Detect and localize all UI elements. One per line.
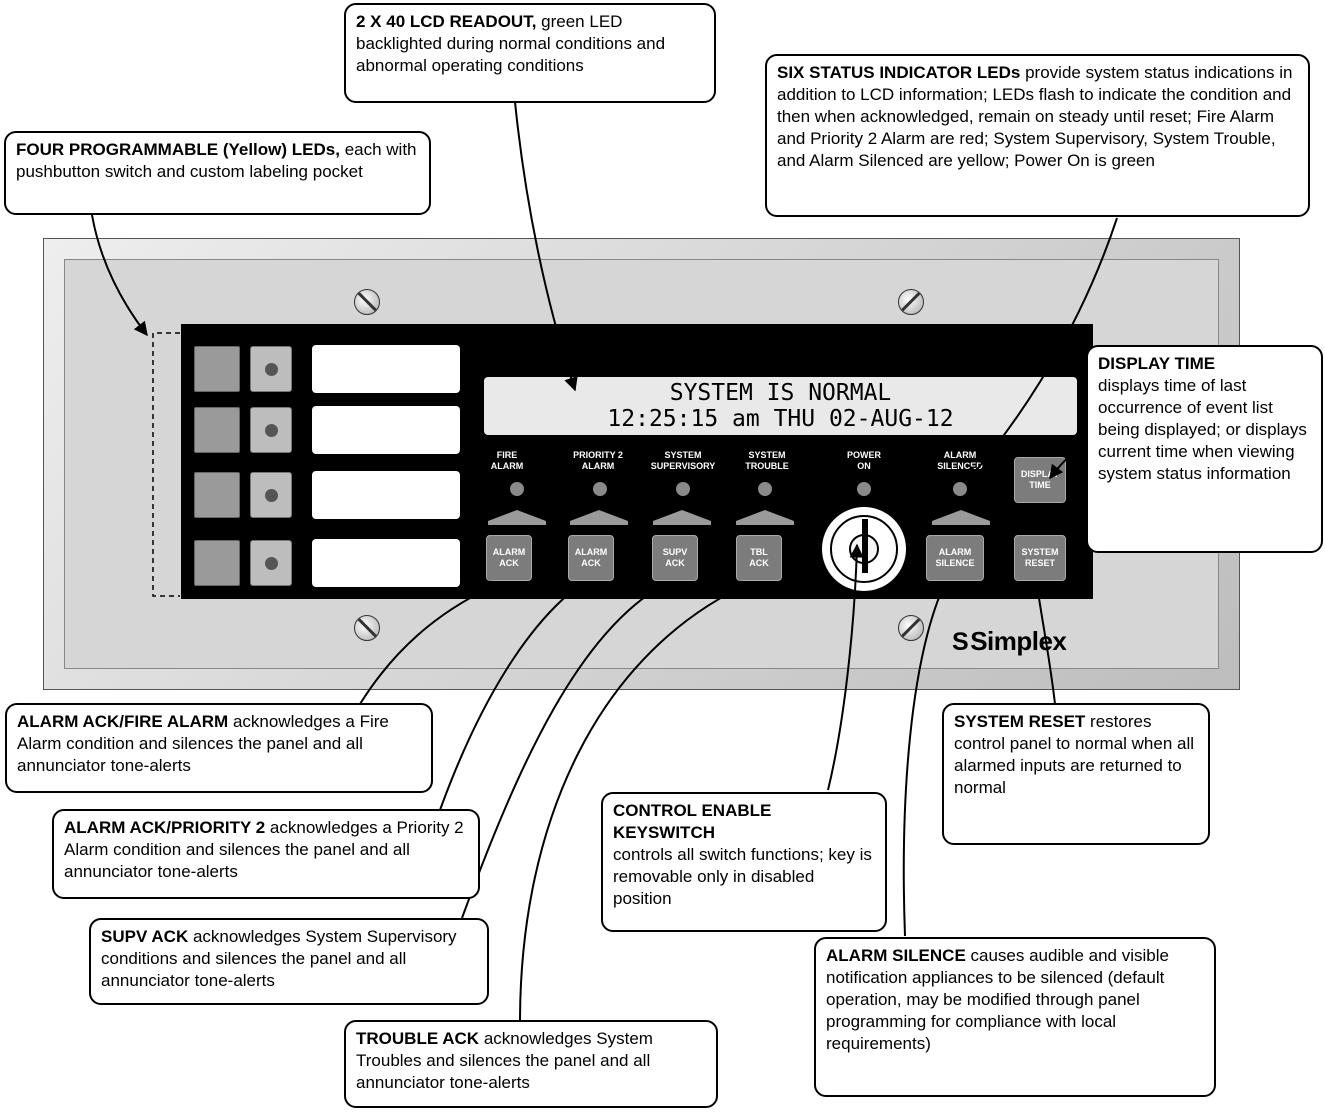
programmable-label-pocket [312, 539, 460, 587]
label-pocket-icon [488, 510, 546, 521]
callout-trouble-ack: TROUBLE ACK acknowledges System Troubles… [344, 1020, 718, 1108]
programmable-label-pocket [312, 406, 460, 454]
simplex-logo-icon: S [952, 628, 969, 656]
callout-status-leds: SIX STATUS INDICATOR LEDs provide system… [765, 54, 1310, 217]
screw-icon [898, 615, 924, 641]
programmable-led-window [194, 346, 240, 392]
callout-system-reset: SYSTEM RESET restores control panel to n… [942, 703, 1210, 845]
callout-supv-ack: SUPV ACK acknowledges System Supervisory… [89, 918, 489, 1005]
label-pocket-base [736, 521, 794, 525]
programmable-button-2[interactable] [250, 407, 292, 453]
callout-programmable-leds: FOUR PROGRAMMABLE (Yellow) LEDs, each wi… [4, 131, 431, 215]
callout-alarm-ack-fire: ALARM ACK/FIRE ALARM acknowledges a Fire… [5, 703, 433, 793]
callout-alarm-silence: ALARM SILENCE causes audible and visible… [814, 937, 1216, 1097]
simplex-logo: SSimplex [952, 626, 1067, 656]
programmable-led-icon [265, 489, 278, 502]
programmable-led-window [194, 407, 240, 453]
system-supervisory-led [676, 482, 690, 496]
programmable-led-icon [265, 363, 278, 376]
label-pocket-icon [570, 510, 628, 521]
label-pocket-base [570, 521, 628, 525]
label-pocket-base [932, 521, 990, 525]
keyswitch-icon[interactable] [820, 505, 908, 593]
programmable-label-pocket [312, 345, 460, 393]
programmable-button-3[interactable] [250, 472, 292, 518]
programmable-button-1[interactable] [250, 346, 292, 392]
power-on-led [857, 482, 871, 496]
screw-icon [354, 615, 380, 641]
screw-icon [354, 289, 380, 315]
callout-alarm-ack-priority2: ALARM ACK/PRIORITY 2 acknowledges a Prio… [52, 809, 480, 899]
label-pocket-icon [932, 510, 990, 521]
programmable-label-pocket [312, 471, 460, 519]
lcd-line-2: 12:25:15 am THU 02-AUG-12 [607, 406, 954, 432]
lcd-readout: SYSTEM IS NORMAL 12:25:15 am THU 02-AUG-… [484, 377, 1077, 435]
programmable-led-icon [265, 557, 278, 570]
screw-icon [898, 289, 924, 315]
programmable-led-icon [265, 424, 278, 437]
label-pocket-base [653, 521, 711, 525]
alarm-silenced-led [953, 482, 967, 496]
label-pocket-base [488, 521, 546, 525]
programmable-led-window [194, 472, 240, 518]
label-pocket-icon [653, 510, 711, 521]
label-pocket-icon [736, 510, 794, 521]
lcd-line-1: SYSTEM IS NORMAL [669, 380, 892, 406]
priority2-alarm-led [593, 482, 607, 496]
fire-alarm-led [510, 482, 524, 496]
system-trouble-led [758, 482, 772, 496]
callout-lcd-readout: 2 X 40 LCD READOUT, green LED backlighte… [344, 3, 716, 103]
programmable-led-window [194, 540, 240, 586]
programmable-button-4[interactable] [250, 540, 292, 586]
